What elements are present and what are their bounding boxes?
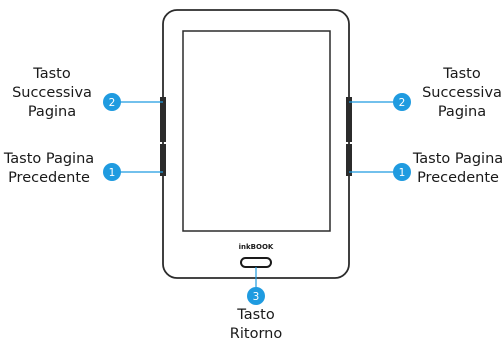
callout-number: 3 xyxy=(253,291,260,303)
callout-label-left-next-page: Tasto Successiva Pagina xyxy=(0,65,104,122)
callout-number: 2 xyxy=(109,97,116,109)
callout-label-left-prev-page: Tasto Pagina Precedente xyxy=(0,150,98,188)
label-line: Tasto xyxy=(33,66,71,82)
callout-badge-left-2: 2 xyxy=(103,93,121,111)
callout-number: 1 xyxy=(399,167,406,179)
right-prev-page-button xyxy=(346,144,352,176)
left-prev-page-button xyxy=(160,144,166,176)
callout-number: 2 xyxy=(399,97,406,109)
device-screen xyxy=(182,30,331,232)
callout-label-right-next-page: Tasto Successiva Pagina xyxy=(416,65,504,122)
callout-number: 1 xyxy=(109,167,116,179)
label-line: Tasto Pagina xyxy=(412,151,504,167)
label-line: Successiva xyxy=(422,85,502,101)
label-line: Tasto xyxy=(237,307,275,323)
left-next-page-button xyxy=(160,97,166,142)
brand-logo: inkBOOK xyxy=(239,243,274,251)
callout-label-back: Tasto Ritorno xyxy=(206,306,306,344)
label-line: Precedente xyxy=(8,170,90,186)
label-line: Successiva xyxy=(12,85,92,101)
label-line: Ritorno xyxy=(229,326,283,342)
label-line: Pagina xyxy=(437,104,487,120)
callout-badge-right-2: 2 xyxy=(393,93,411,111)
label-line: Tasto Pagina xyxy=(3,151,95,167)
label-line: Pagina xyxy=(27,104,77,120)
callout-badge-left-1: 1 xyxy=(103,163,121,181)
label-line: Tasto xyxy=(443,66,481,82)
callout-badge-right-1: 1 xyxy=(393,163,411,181)
callout-badge-bottom-3: 3 xyxy=(247,287,265,305)
callout-label-right-prev-page: Tasto Pagina Precedente xyxy=(412,150,504,188)
back-button xyxy=(240,257,272,268)
right-next-page-button xyxy=(346,97,352,142)
label-line: Precedente xyxy=(417,170,499,186)
